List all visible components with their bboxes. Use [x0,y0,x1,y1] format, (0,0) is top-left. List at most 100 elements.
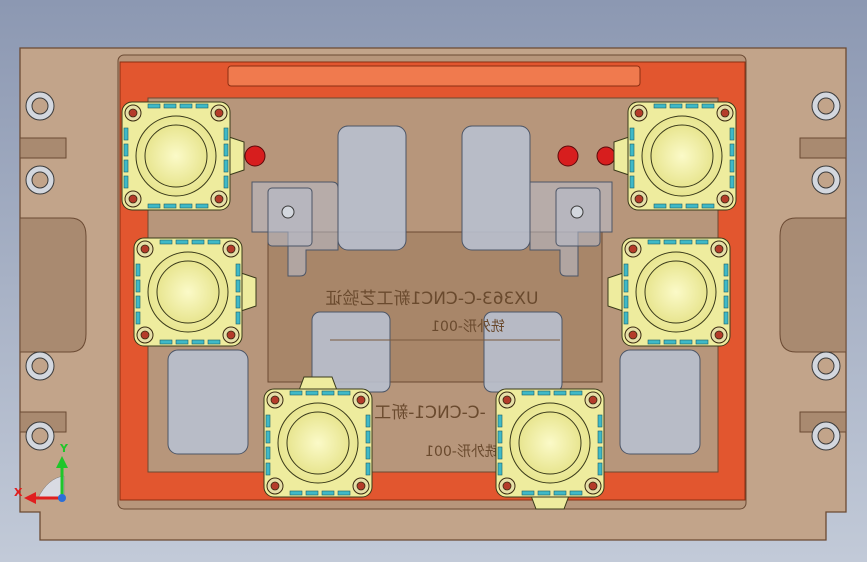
clamp-pad [629,175,635,189]
clamp-pad [191,239,205,245]
clamp-pad [235,311,241,325]
clamp-pad [191,339,205,345]
mounting-hole-bore [31,427,49,445]
mounting-hole-bore [31,171,49,189]
clamp-pad [497,430,503,444]
clamp-pad [537,490,551,496]
clamp-pad [265,446,271,460]
clamp-pad [701,103,715,109]
clamp-pad [521,490,535,496]
left-side-slot [19,217,87,353]
clamp-pad [337,490,351,496]
clamp-pad [729,159,735,173]
y-axis-label: Y [59,442,69,455]
clamp-pad [207,239,221,245]
locator-pin-right[interactable] [557,145,579,167]
clamp-pad [695,339,709,345]
z-axis-dot [58,494,66,502]
swing-clamp[interactable] [607,237,731,347]
clamp-pad [235,279,241,293]
clamp-pad [175,239,189,245]
swing-clamp[interactable] [133,237,257,347]
clamp-bolt-head [214,108,224,118]
clamp-pad [497,462,503,476]
clamp-pad [147,203,161,209]
clamp-pad [553,490,567,496]
clamp-bolt-head [502,395,512,405]
clamp-piston [156,260,220,324]
clamp-piston [286,411,350,475]
clamp-pad [289,390,303,396]
clamp-pad [679,239,693,245]
clamp-pad [235,263,241,277]
clamp-pad [695,239,709,245]
clamp-bolt-head [128,108,138,118]
clamp-pad [337,390,351,396]
clamp-pad [159,239,173,245]
clamp-pad [179,203,193,209]
clamp-pad [123,143,129,157]
clamp-pad [723,263,729,277]
clamp-bolt-head [356,481,366,491]
clamp-pad [623,295,629,309]
glass-block-upper-right[interactable] [461,125,531,251]
clamp-pad [223,159,229,173]
mounting-hole-bore [817,427,835,445]
clamp-pad [163,203,177,209]
clamp-pad [553,390,567,396]
swing-clamp[interactable] [613,101,737,211]
clamp-pad [701,203,715,209]
clamp-bolt-head [226,244,236,254]
clamp-pad [521,390,535,396]
clamp-pad [685,103,699,109]
clamp-pad [629,159,635,173]
engraving-top-line2: 铣外形-001 [431,319,505,335]
clamp-bolt-head [502,481,512,491]
clamp-pad [123,127,129,141]
right-side-slot [779,217,847,353]
mounting-holes [25,91,841,451]
clamp-pad [265,430,271,444]
clamp-pad [365,414,371,428]
locator-pin-right-edge[interactable] [596,146,616,166]
clamp-bolt-head [270,481,280,491]
clamp-bolt-head [128,194,138,204]
clamp-pad [265,414,271,428]
clamp-bolt-head [634,194,644,204]
clamp-pad [135,295,141,309]
locator-pin-left[interactable] [244,145,266,167]
clamp-pad [179,103,193,109]
glass-block-lower-left[interactable] [167,349,249,455]
swing-clamp[interactable] [263,376,373,498]
clamp-pad [723,311,729,325]
mounting-hole-bore [817,171,835,189]
clamp-bolt-head [270,395,280,405]
glass-block-lower-right[interactable] [619,349,701,455]
workpiece-left-pin-hole [281,205,295,219]
clamp-pad [653,203,667,209]
clamp-pad [159,339,173,345]
swing-clamp[interactable] [495,388,605,510]
glass-block-upper-left[interactable] [337,125,407,251]
clamp-pad [723,295,729,309]
clamp-pad [629,143,635,157]
clamp-pad [305,490,319,496]
clamp-pad [629,127,635,141]
workpiece-right-pin-hole [570,205,584,219]
clamp-bolt-head [720,108,730,118]
clamp-pad [365,446,371,460]
swing-clamps[interactable] [121,101,737,510]
clamp-pad [669,203,683,209]
clamp-pad [305,390,319,396]
clamp-pad [265,462,271,476]
swing-clamp[interactable] [121,101,245,211]
clamp-pad [195,203,209,209]
y-axis-arrow [56,456,68,468]
clamp-pad [597,414,603,428]
clamp-pad [729,175,735,189]
mounting-hole-bore [817,97,835,115]
clamp-pad [569,390,583,396]
left-edge-notch-top [19,137,67,159]
